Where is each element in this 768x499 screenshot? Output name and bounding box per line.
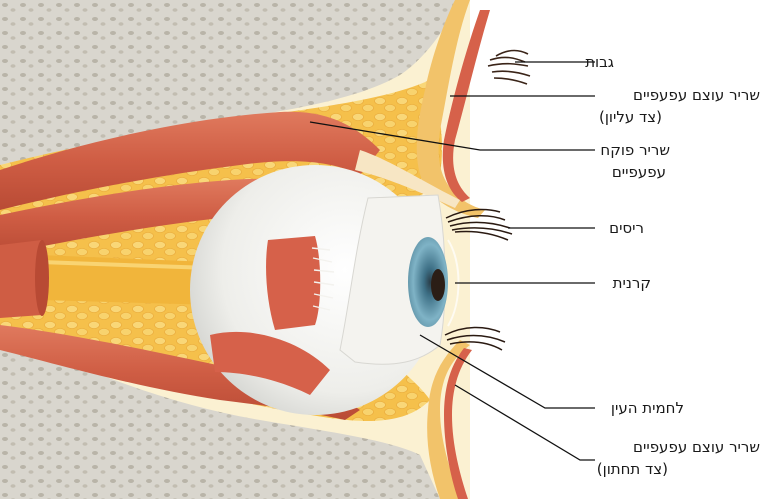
- medial-rectus-muscle: [266, 236, 320, 330]
- label-orbicularis-upper-2: (צד עליון): [599, 106, 662, 128]
- label-orbicularis-upper-1: שריר עוצם עפעפיים: [633, 84, 760, 106]
- label-eyebrow: גבות: [585, 51, 614, 73]
- eyebrow-hairs: [488, 51, 530, 85]
- label-orbicularis-lower-2: (צד תחתון): [597, 458, 668, 480]
- label-conjunctiva: לחמית העין: [611, 397, 684, 419]
- label-levator-1: שריר פוקח: [600, 139, 670, 161]
- label-eyelashes: ריסים: [609, 217, 644, 239]
- label-cornea: קרנית: [613, 272, 651, 294]
- label-levator-2: עפעפיים: [612, 161, 666, 183]
- label-orbicularis-lower-1: שריר עוצם עפעפיים: [633, 436, 760, 458]
